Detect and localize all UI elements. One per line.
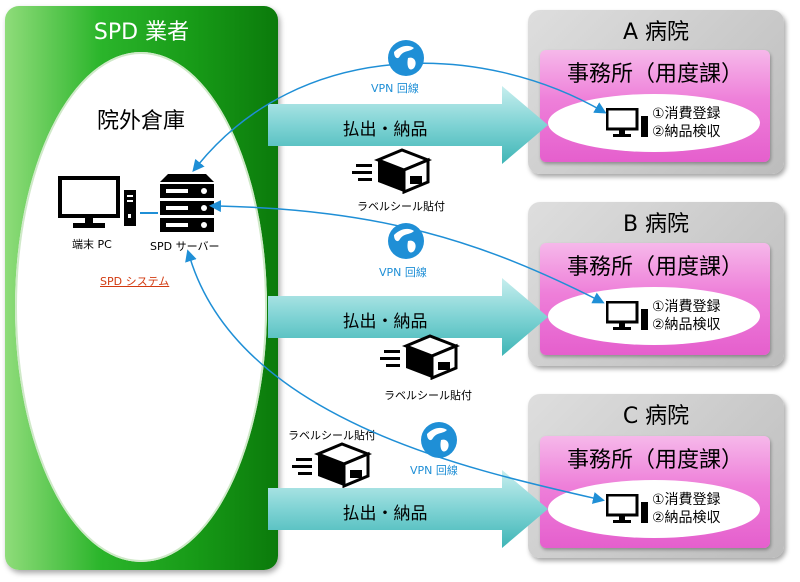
warehouse-title: 院外倉庫 [96, 109, 185, 134]
hospital-a-task-inspection: ②納品検収 [652, 124, 721, 140]
hospital-a-office-title: 事務所（用度課） [566, 62, 743, 87]
hospital-b-task-consumption: ①消費登録 [652, 299, 721, 315]
globe-icon-a [388, 40, 424, 76]
terminal-pc-label: 端末 PC [72, 238, 112, 251]
hospital-a-title: A 病院 [622, 20, 690, 45]
spd-vendor-title: SPD 業者 [93, 20, 190, 45]
spd-system-link[interactable]: SPD システム [100, 275, 170, 288]
terminal-pc-icon [58, 176, 136, 228]
hospital-c-task-inspection: ②納品検収 [652, 510, 721, 526]
hospital-b-pc-icon [606, 301, 648, 330]
vpn-label-b: VPN 回線 [379, 266, 427, 279]
hospital-c-title: C 病院 [622, 404, 690, 429]
hospital-b-task-inspection: ②納品検収 [652, 317, 721, 333]
globe-icon-b [388, 223, 424, 259]
globe-icon-c [421, 422, 457, 458]
hospital-c-pc-icon [606, 494, 648, 523]
hospital-a-task-consumption: ①消費登録 [652, 106, 721, 122]
spd-server-icon [160, 174, 214, 232]
hospital-b-tasks: ①消費登録 ②納品検収 [652, 298, 721, 334]
hospital-b-title: B 病院 [622, 212, 690, 237]
hospital-c-tasks: ①消費登録 ②納品検収 [652, 491, 721, 527]
vpn-label-a: VPN 回線 [371, 82, 419, 95]
hospital-c-task-consumption: ①消費登録 [652, 492, 721, 508]
vpn-line-c [185, 249, 605, 504]
vpn-line-a [192, 62, 607, 172]
hospital-a-pc-icon [606, 108, 648, 137]
delivery-label-c: 払出・納品 [342, 504, 428, 524]
hospital-a-tasks: ①消費登録 ②納品検収 [652, 105, 721, 141]
pc-server-connector [140, 212, 158, 214]
vpn-label-c: VPN 回線 [410, 464, 458, 477]
